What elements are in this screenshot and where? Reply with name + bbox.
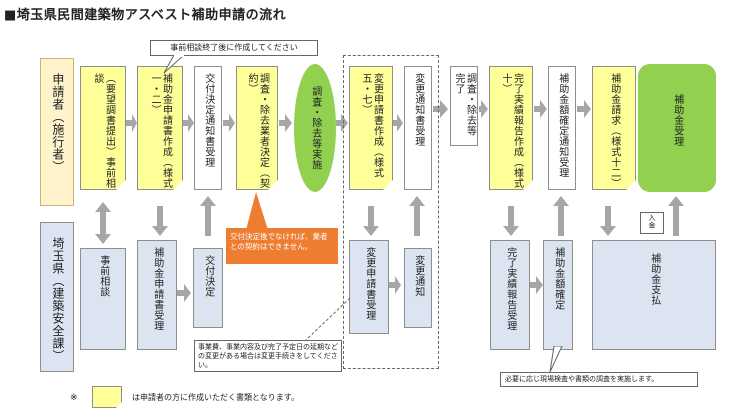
step-advance-consultation-doc-text: （要望調書提出）事前相談 [92, 73, 115, 189]
change-note-pointer [305, 297, 351, 341]
step-application-receipt-pref: 補助金申請書受理 [137, 240, 177, 350]
callout-change-note: 事業費、事業内容及び完了予定日の延期などの変更がある場合は変更手続きをしてくださ… [194, 340, 342, 372]
step-subsidy-application-doc-text: 補助金申請書作成（様式一・二） [149, 73, 172, 189]
arrow-right-icon [534, 100, 547, 118]
arrow-right-icon [223, 114, 235, 132]
step-completion-receipt-pref-text: 完了実績報告受理 [504, 247, 516, 331]
step-change-application-doc: 変更申請書作成（様式五・七） [349, 66, 393, 190]
step-advance-consultation-doc: （要望調書提出）事前相談 [80, 66, 126, 190]
arrow-down-icon [503, 206, 519, 236]
legend-swatch [92, 386, 122, 408]
callout-contract-warning: 交付決定後でなければ、業者との契約はできません。 [226, 228, 338, 264]
legend-text: は申請者の方に作成いただく書類となります。 [132, 393, 299, 402]
arrow-up-icon [553, 196, 569, 236]
applicant-label-text: 申請者（施行者） [50, 73, 65, 173]
step-change-notice-receipt: 変更通知書受理 [404, 66, 432, 190]
applicant-row-label: 申請者（施行者） [40, 58, 74, 206]
step-change-application-doc-text: 変更申請書作成（様式五・七） [360, 73, 383, 178]
arrow-up-icon [409, 196, 425, 236]
prefecture-label-text: 埼玉県（建築安全課） [50, 237, 65, 362]
step-change-notice-pref: 変更通知 [404, 248, 432, 328]
page-title: ■埼玉県民間建築物アスベスト補助申請の流れ [4, 8, 287, 23]
arrow-up-icon [200, 196, 216, 236]
arrow-right-icon [279, 114, 292, 132]
step-completion-report-doc: 完了実績報告作成（様式十） [489, 66, 533, 190]
callout-consultation: 事前相談終了後に作成してください [150, 40, 318, 56]
step-removal-complete: 調査・除去等完了 [450, 66, 478, 146]
step-subsidy-claim-doc-text: 補助金請求（様式十二） [608, 73, 620, 189]
step-change-notice-receipt-text: 変更通知書受理 [412, 73, 424, 147]
step-consultation-pref-text: 事前相談 [97, 255, 109, 297]
step-subsidy-application-doc: 補助金申請書作成（様式一・二） [137, 66, 183, 190]
step-change-receipt-pref: 変更申請書受理 [349, 240, 389, 334]
step-amount-confirmation-receipt-text: 補助金額確定通知受理 [556, 73, 568, 178]
change-procedure-group [343, 55, 439, 369]
step-removal-work-text: 調査・除去等実施 [309, 86, 321, 170]
step-change-receipt-pref-text: 変更申請書受理 [363, 247, 375, 321]
step-subsidy-claim-doc: 補助金請求（様式十二） [592, 66, 636, 190]
step-amount-confirmation-receipt: 補助金額確定通知受理 [548, 66, 576, 190]
payment-label-text: 入金 [648, 214, 657, 229]
arrow-right-icon [389, 276, 401, 294]
step-grant-notice-receipt: 交付決定通知書受理 [194, 66, 222, 190]
arrow-down-icon [152, 206, 168, 236]
step-subsidy-payment-pref-text: 補助金支払 [648, 253, 660, 306]
step-completion-receipt-pref: 完了実績報告受理 [490, 240, 530, 350]
callout-consultation-pointer [163, 55, 185, 74]
arrow-up-icon [668, 196, 684, 236]
callout-inspection-note: 必要に応じ現場検査や書類の調査を実施します。 [500, 372, 698, 387]
step-amount-confirmation-pref: 補助金額確定 [543, 240, 573, 350]
prefecture-row-label: 埼玉県（建築安全課） [40, 222, 74, 372]
orange-callout-pointer [246, 192, 268, 230]
step-grant-decision-pref-text: 交付決定 [202, 255, 214, 297]
step-consultation-pref: 事前相談 [80, 248, 126, 350]
step-subsidy-payment-pref: 補助金支払 [592, 240, 716, 350]
callout-consultation-text: 事前相談終了後に作成してください [170, 43, 298, 52]
arrow-down-icon [600, 206, 616, 236]
arrow-updown-icon [95, 202, 111, 244]
callout-contract-warning-text: 交付決定後でなければ、業者との契約はできません。 [230, 232, 328, 251]
step-amount-confirmation-pref-text: 補助金額確定 [552, 247, 564, 310]
legend-mark: ※ [70, 393, 78, 403]
arrow-down-icon [363, 206, 379, 236]
step-grant-notice-receipt-text: 交付決定通知書受理 [202, 73, 214, 168]
arrow-right-icon [393, 114, 403, 132]
callout-inspection-note-text: 必要に応じ現場検査や書類の調査を実施します。 [505, 375, 659, 383]
step-change-notice-pref-text: 変更通知 [412, 255, 424, 297]
step-subsidy-received-text: 補助金受理 [671, 94, 683, 147]
arrow-right-icon [177, 284, 191, 302]
arrow-right-icon [183, 114, 194, 132]
callout-change-note-text: 事業費、事業内容及び完了予定日の延期などの変更がある場合は変更手続きをしてくださ… [198, 343, 338, 370]
arrow-right-icon [433, 100, 448, 118]
arrow-right-icon [126, 114, 137, 132]
step-subsidy-received: 補助金受理 [638, 64, 716, 192]
arrow-right-icon [577, 100, 591, 118]
step-contractor-decision: 調査・除去業者決定（契約） [236, 66, 278, 190]
step-contractor-decision-text: 調査・除去業者決定（契約） [246, 73, 269, 189]
step-completion-report-doc-text: 完了実績報告作成（様式十） [500, 73, 523, 189]
arrow-right-icon [336, 114, 348, 132]
step-grant-decision-pref: 交付決定 [193, 248, 223, 328]
inspection-note-pointer [549, 346, 563, 373]
arrow-right-icon [479, 100, 488, 118]
step-removal-complete-text: 調査・除去等完了 [453, 73, 476, 136]
payment-label: 入金 [640, 212, 664, 234]
arrow-right-icon [530, 276, 543, 294]
step-application-receipt-pref-text: 補助金申請書受理 [151, 247, 163, 331]
step-removal-work: 調査・除去等実施 [294, 64, 336, 192]
